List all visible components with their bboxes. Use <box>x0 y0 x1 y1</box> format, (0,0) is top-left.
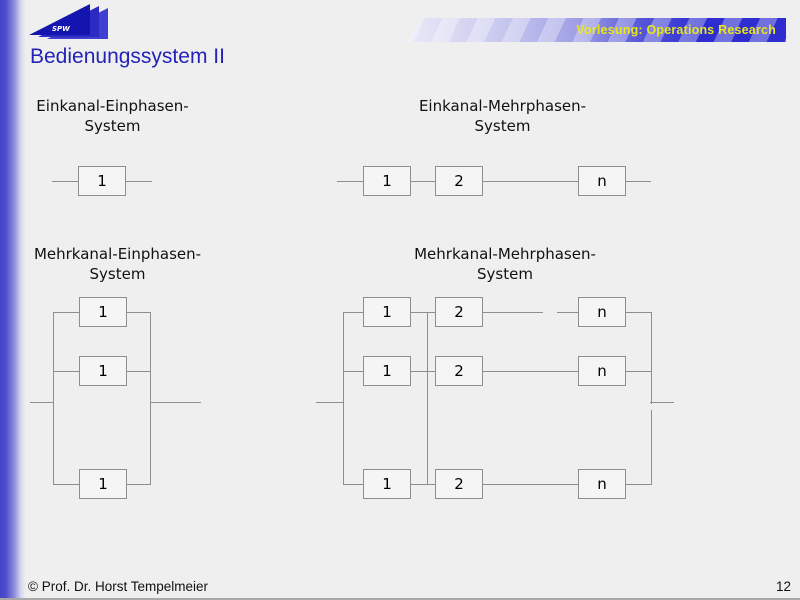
diagram-title-line2: System <box>89 265 146 283</box>
connector-line <box>53 484 79 485</box>
box-label: 1 <box>382 172 392 190</box>
bottom-edge-line <box>0 598 800 600</box>
connector-line <box>626 371 651 372</box>
service-station-box: 1 <box>363 469 411 499</box>
diagram-title-line1: Mehrkanal-Einphasen- <box>33 245 202 263</box>
box-label: 2 <box>454 475 464 493</box>
service-station-box: 1 <box>79 356 127 386</box>
box-label: 1 <box>98 362 108 380</box>
diagram-title-line1: Einkanal-Einphasen- <box>36 97 189 115</box>
connector-line <box>411 371 435 372</box>
connector-line <box>626 312 651 313</box>
page-title: Bedienungssystem II <box>30 45 225 68</box>
right-bus-line <box>150 312 151 485</box>
connector-line <box>127 484 150 485</box>
service-station-box: n <box>578 166 626 196</box>
service-station-box: 2 <box>435 166 483 196</box>
box-label: 2 <box>454 362 464 380</box>
diagram-title-einkanal-einphasen: Einkanal-Einphasen- System <box>15 96 210 136</box>
service-station-box: n <box>578 297 626 327</box>
output-line <box>650 402 674 403</box>
box-label: n <box>597 362 607 380</box>
service-station-box: 1 <box>78 166 126 196</box>
input-line <box>316 402 343 403</box>
box-label: 1 <box>97 172 107 190</box>
connector-line <box>343 484 363 485</box>
logo-text: SPW <box>52 25 70 33</box>
connector-line <box>53 312 79 313</box>
logo-triangle-front <box>29 4 90 35</box>
connector-line <box>483 181 578 182</box>
diagram-title-mehrkanal-mehrphasen: Mehrkanal-Mehrphasen- System <box>407 244 603 284</box>
diagram-title-line1: Mehrkanal-Mehrphasen- <box>414 245 596 263</box>
connector-line <box>127 312 150 313</box>
connector-line <box>626 181 651 182</box>
box-label: 1 <box>382 475 392 493</box>
connector-line <box>343 371 363 372</box>
page-number: 12 <box>775 579 791 594</box>
connector-line <box>483 312 543 313</box>
banner-text: Vorlesung: Operations Research <box>576 23 776 37</box>
connector-line <box>411 484 435 485</box>
service-station-box: 1 <box>79 469 127 499</box>
service-station-box: n <box>578 356 626 386</box>
connector-line <box>483 371 578 372</box>
box-label: n <box>597 172 607 190</box>
left-gradient-bar <box>0 0 26 600</box>
service-station-box: n <box>578 469 626 499</box>
header-banner: Vorlesung: Operations Research <box>407 18 786 42</box>
right-bus-line <box>651 312 652 404</box>
box-label: 1 <box>382 362 392 380</box>
box-label: 1 <box>98 475 108 493</box>
box-label: 1 <box>98 303 108 321</box>
diagram-title-line1: Einkanal-Mehrphasen- <box>418 97 587 115</box>
spw-logo-icon: SPW <box>29 4 108 39</box>
service-station-box: 1 <box>363 356 411 386</box>
right-bus-line <box>651 410 652 485</box>
box-label: 1 <box>382 303 392 321</box>
service-station-box: 1 <box>79 297 127 327</box>
connector-line <box>337 181 363 182</box>
box-label: 2 <box>454 172 464 190</box>
connector-line <box>626 484 651 485</box>
diagram-title-line2: System <box>474 117 531 135</box>
left-bus-line <box>53 312 54 485</box>
connector-line <box>52 181 78 182</box>
diagram-title-mehrkanal-einphasen: Mehrkanal-Einphasen- System <box>20 244 215 284</box>
connector-line <box>483 484 578 485</box>
service-station-box: 1 <box>363 297 411 327</box>
diagram-title-line2: System <box>84 117 141 135</box>
service-station-box: 2 <box>435 356 483 386</box>
service-station-box: 1 <box>363 166 411 196</box>
connector-line <box>126 181 152 182</box>
connector-line <box>557 312 578 313</box>
service-station-box: 2 <box>435 297 483 327</box>
service-station-box: 2 <box>435 469 483 499</box>
mid-bus-line <box>427 312 428 485</box>
connector-line <box>343 312 363 313</box>
connector-line <box>411 181 435 182</box>
footer-copyright: © Prof. Dr. Horst Tempelmeier <box>28 579 208 594</box>
diagram-title-einkanal-mehrphasen: Einkanal-Mehrphasen- System <box>405 96 600 136</box>
box-label: n <box>597 303 607 321</box>
box-label: n <box>597 475 607 493</box>
connector-line <box>127 371 150 372</box>
box-label: 2 <box>454 303 464 321</box>
input-line <box>30 402 53 403</box>
connector-line <box>53 371 79 372</box>
connector-line <box>411 312 435 313</box>
left-bus-line <box>343 312 344 485</box>
output-line <box>150 402 201 403</box>
diagram-title-line2: System <box>477 265 533 283</box>
